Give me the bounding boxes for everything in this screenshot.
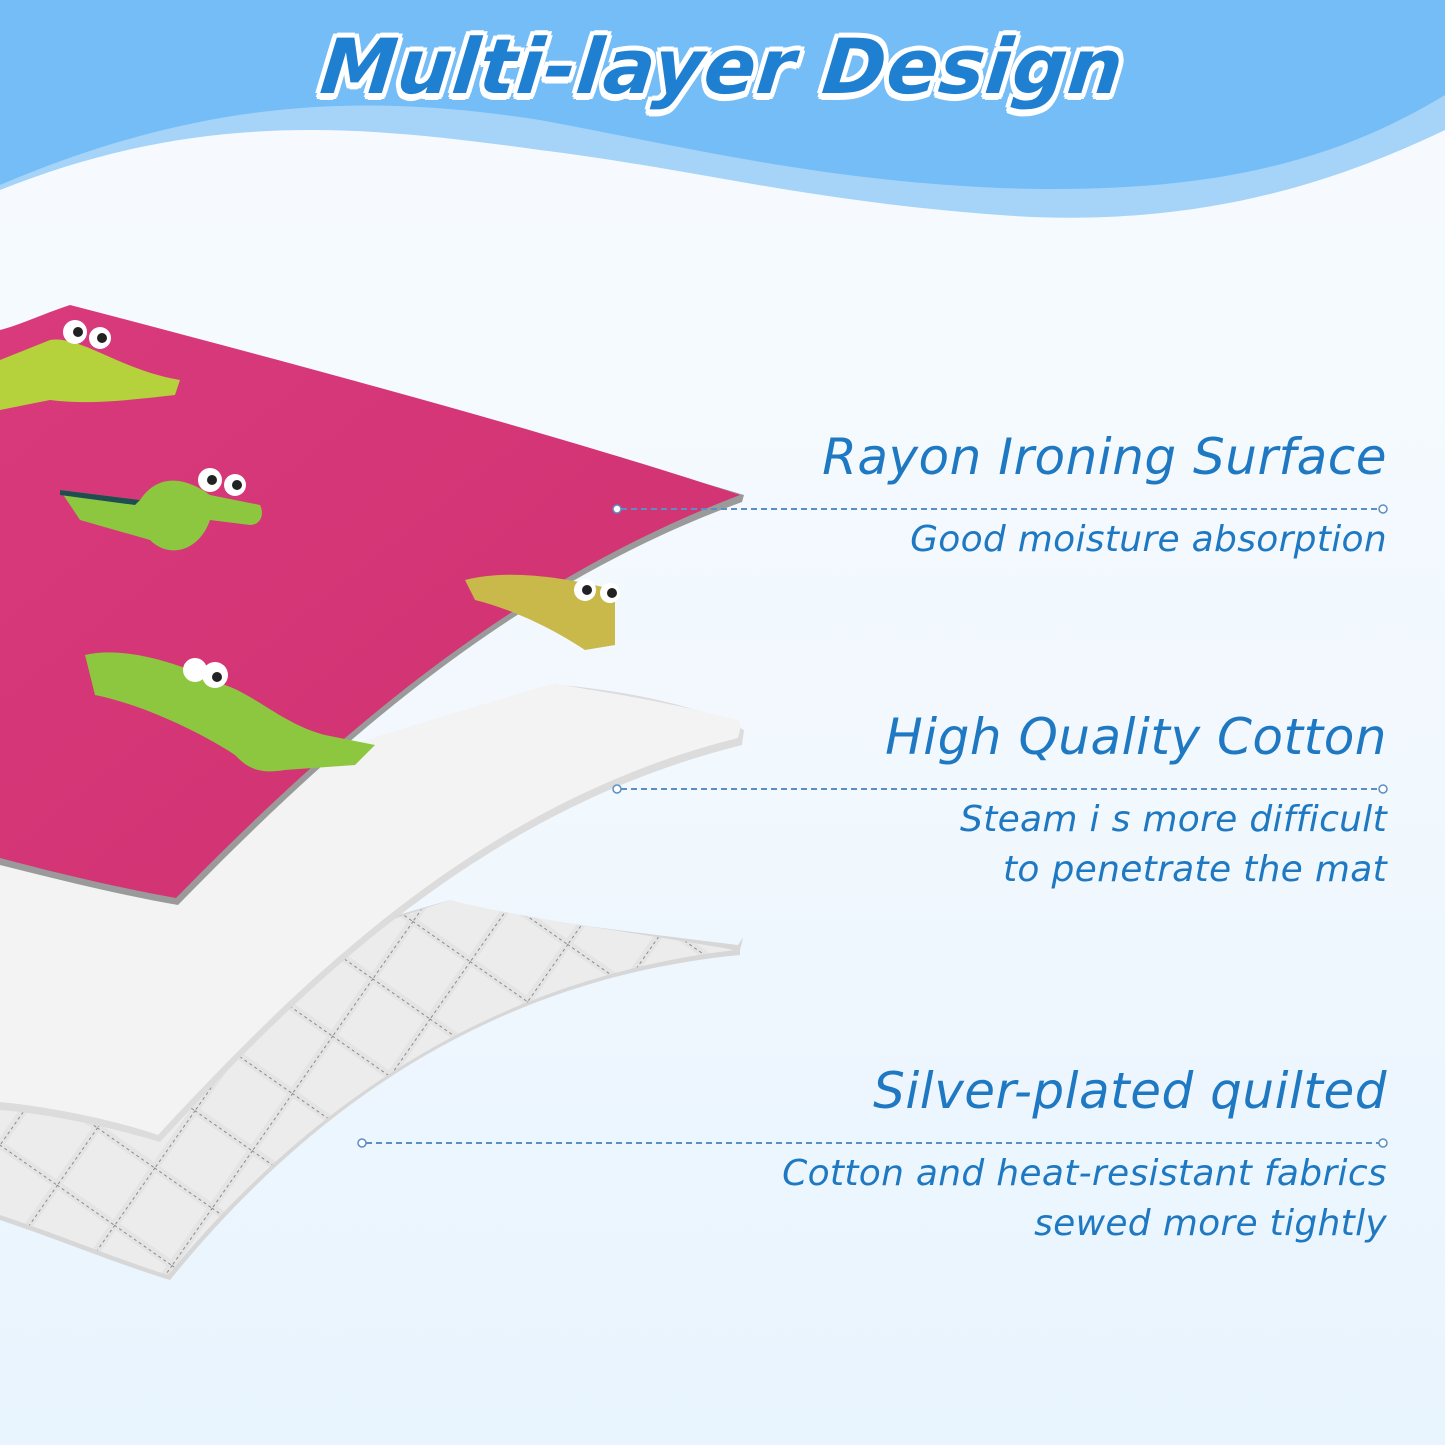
label-cotton: High Quality Cotton Steam i s more diffi… bbox=[885, 710, 1387, 895]
layer-description: Cotton and heat-resistant fabrics bbox=[782, 1153, 1387, 1194]
layer-description: to penetrate the mat bbox=[1003, 849, 1387, 890]
page-title: Multi-layer Design bbox=[316, 22, 1129, 111]
layer-description: sewed more tightly bbox=[1034, 1203, 1387, 1244]
label-rayon: Rayon Ironing Surface Good moisture abso… bbox=[822, 430, 1387, 565]
layer-title: Silver-plated quilted bbox=[873, 1062, 1387, 1120]
mat-layers-illustration bbox=[0, 305, 744, 1280]
layer-title: High Quality Cotton bbox=[885, 708, 1387, 766]
header-wave-background bbox=[0, 0, 1445, 218]
crocodile-print bbox=[0, 320, 620, 772]
layer-description: Steam i s more difficult bbox=[960, 799, 1387, 840]
rayon-layer bbox=[0, 305, 744, 905]
label-quilted: Silver-plated quilted Cotton and heat-re… bbox=[782, 1064, 1387, 1249]
layer-description: Good moisture absorption bbox=[910, 519, 1387, 560]
layer-title: Rayon Ironing Surface bbox=[822, 428, 1387, 486]
